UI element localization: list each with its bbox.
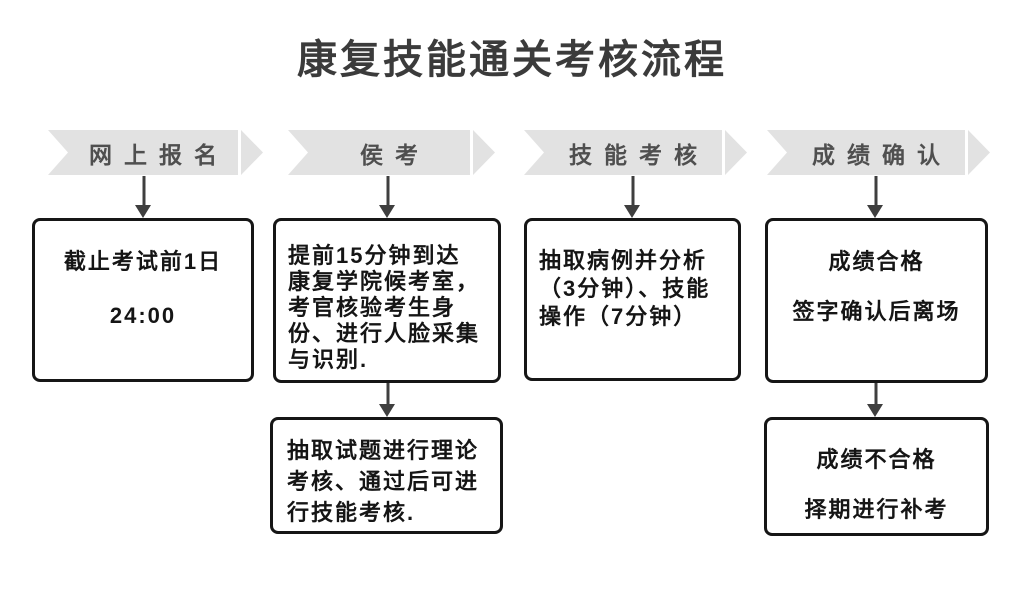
- banner-arrow-tip-icon: [473, 130, 495, 175]
- banner-label: 成绩确认: [767, 130, 965, 175]
- down-arrow-icon: [135, 176, 152, 218]
- banner-arrow-tip-icon: [968, 130, 990, 175]
- step-box-registration: 截止考试前1日 24:00: [32, 218, 254, 382]
- sub-box-theory-test: 抽取试题进行理论 考核、通过后可进 行技能考核.: [270, 417, 503, 534]
- banner-arrow-tip-icon: [241, 130, 263, 175]
- banner-label: 技能考核: [524, 130, 722, 175]
- page-title: 康复技能通关考核流程: [297, 37, 727, 82]
- stage-banner-skill-test: 技能考核: [524, 130, 747, 175]
- down-arrow-icon: [379, 383, 396, 417]
- step-box-waiting: 提前15分钟到达 康复学院候考室， 考官核验考生身 份、进行人脸采集 与识别.: [273, 218, 501, 383]
- step-box-score-confirm: 成绩合格 签字确认后离场: [765, 218, 988, 383]
- banner-arrow-tip-icon: [725, 130, 747, 175]
- down-arrow-icon: [867, 176, 884, 218]
- step-box-skill-test: 抽取病例并分析 （3分钟）、技能 操作（7分钟）: [524, 218, 741, 381]
- stage-banner-score-confirm: 成绩确认: [767, 130, 990, 175]
- down-arrow-icon: [867, 383, 884, 417]
- stage-banner-waiting: 侯考: [288, 130, 495, 175]
- sub-box-retake: 成绩不合格 择期进行补考: [764, 417, 989, 536]
- banner-label: 侯考: [288, 130, 470, 175]
- banner-label: 网上报名: [48, 130, 238, 175]
- stage-banner-registration: 网上报名: [48, 130, 263, 175]
- down-arrow-icon: [379, 176, 396, 218]
- down-arrow-icon: [624, 176, 641, 218]
